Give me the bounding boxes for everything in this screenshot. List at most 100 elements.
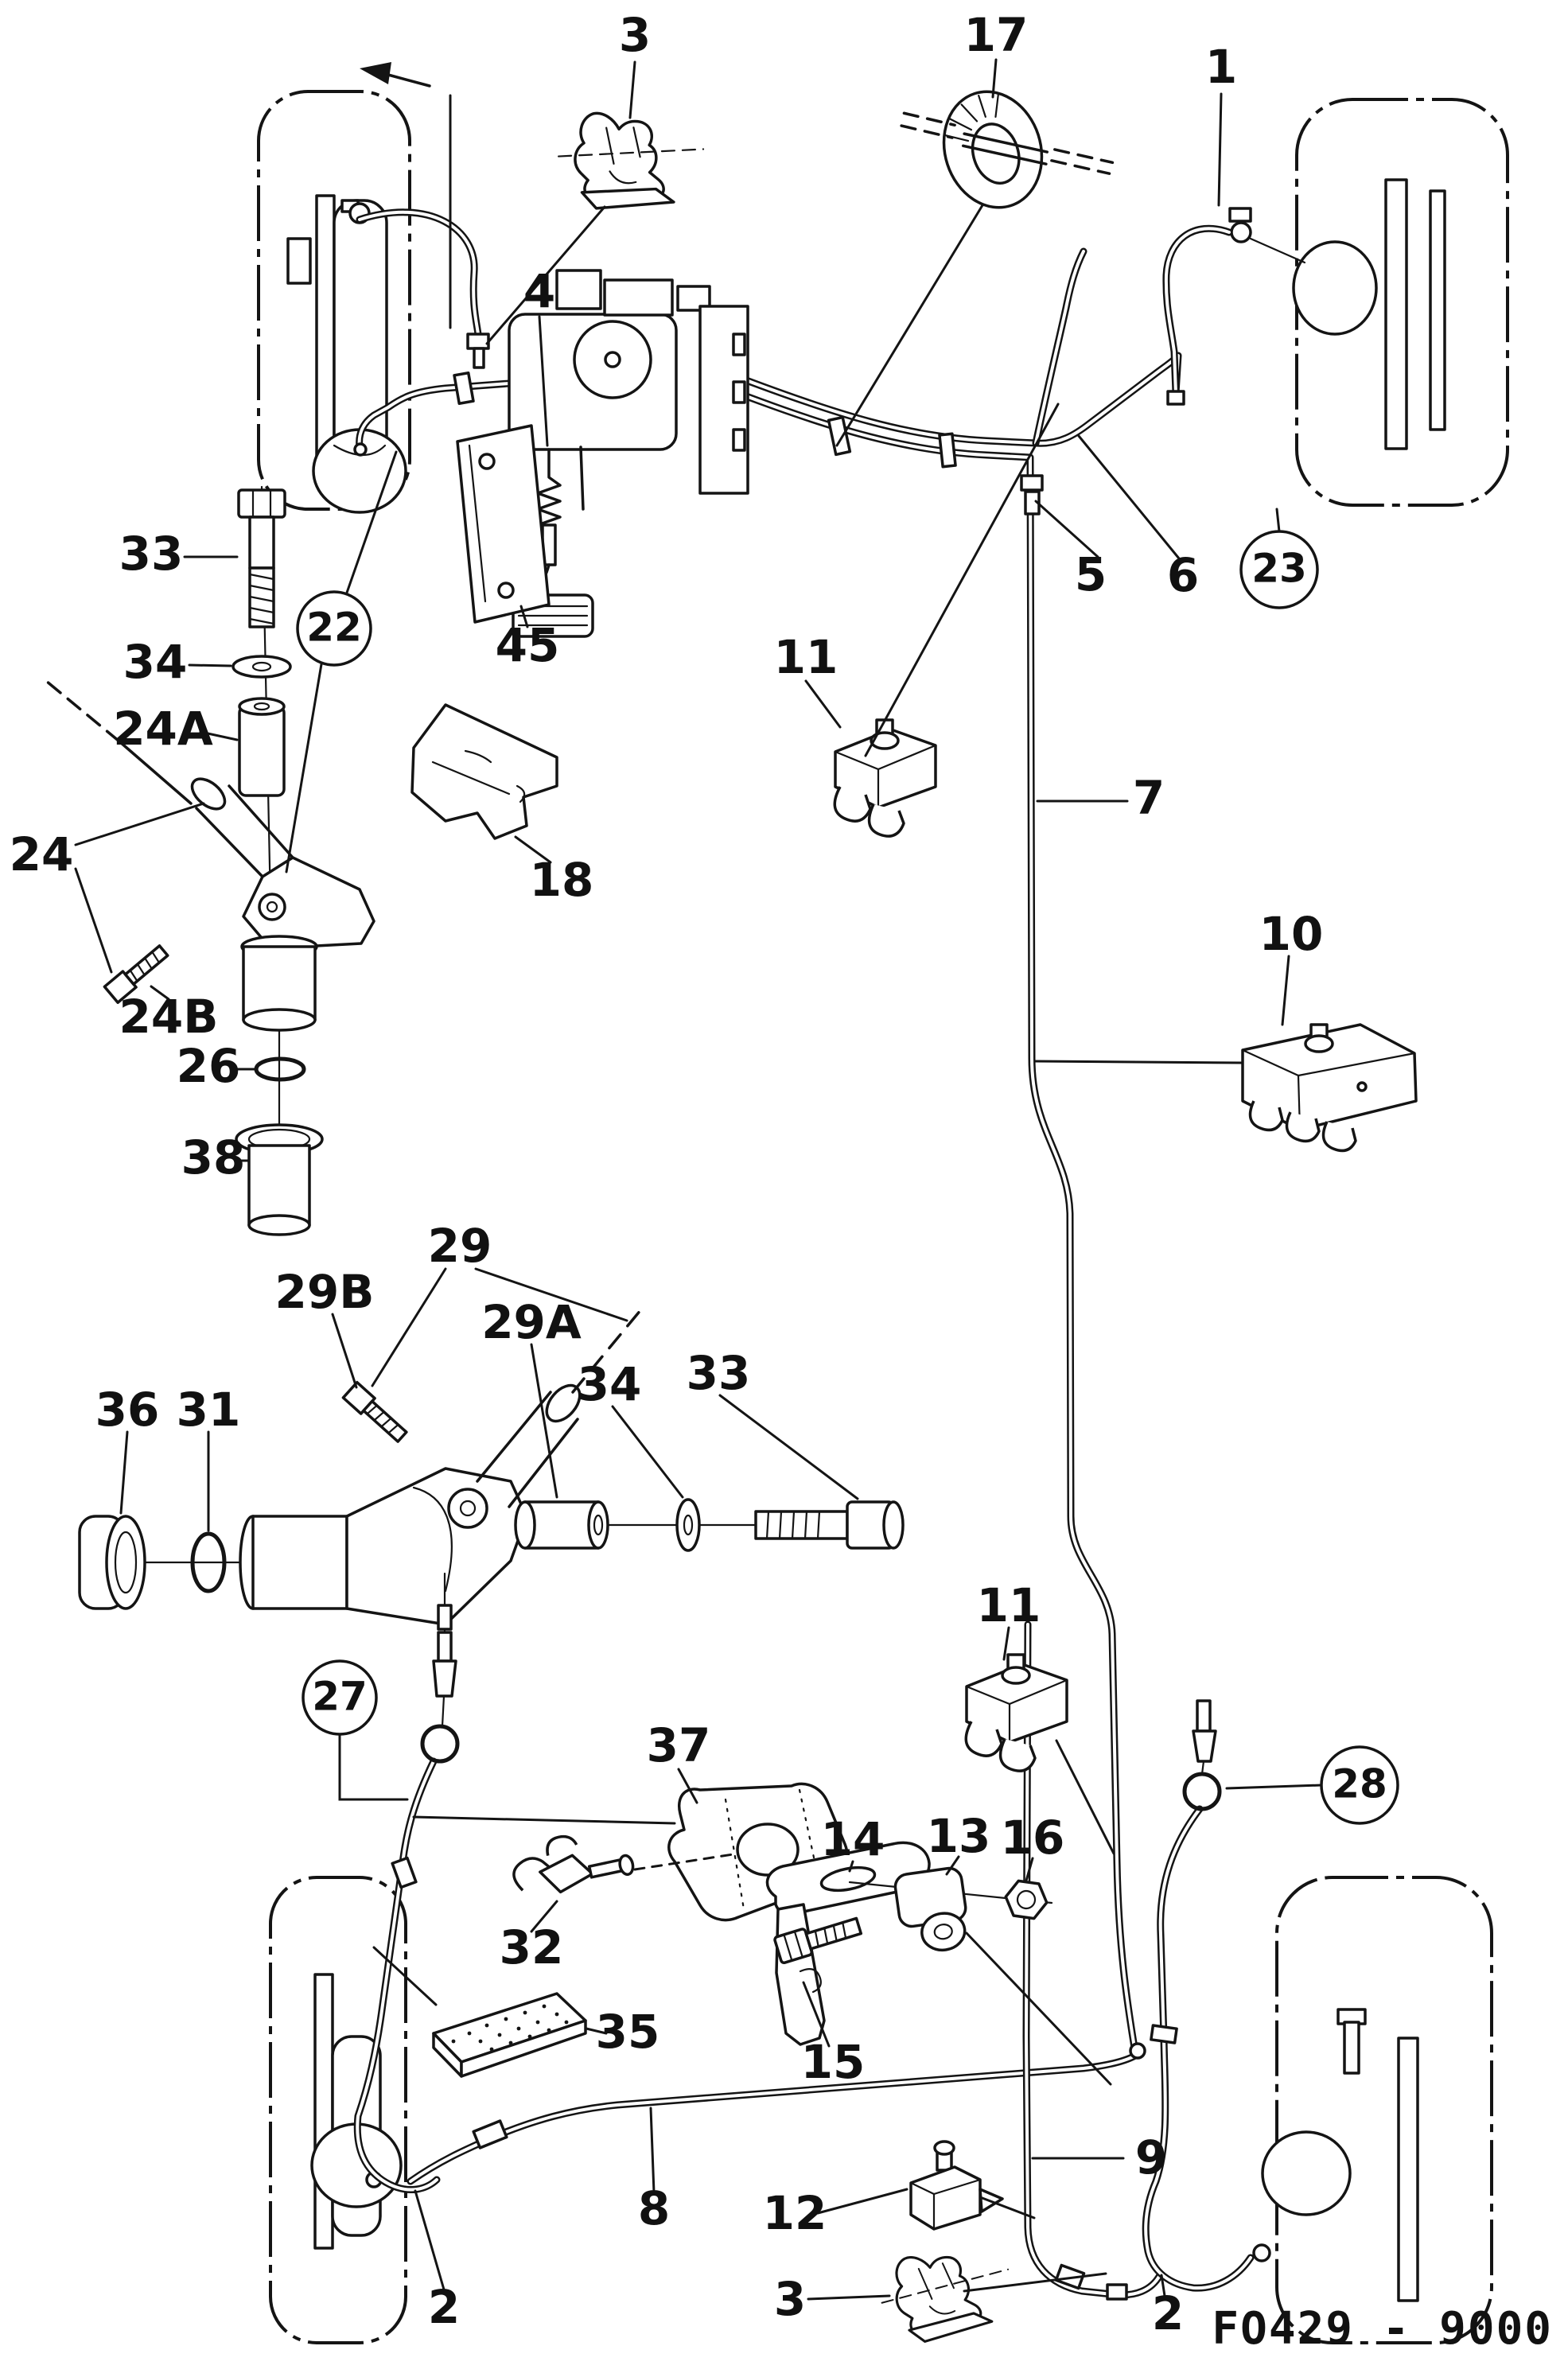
bolt-part33-left bbox=[237, 488, 286, 519]
callout-15: 15 bbox=[801, 2035, 866, 2089]
connector-part13 bbox=[893, 1866, 967, 1952]
circled-callout-27 bbox=[302, 1659, 378, 1736]
callout-2-right: 2 bbox=[1152, 2286, 1184, 2340]
oring-part26 bbox=[254, 1056, 306, 1082]
sensor-head-rear bbox=[345, 1467, 528, 1626]
sensor-cable-rear bbox=[571, 1308, 643, 1394]
callout-33-right: 33 bbox=[687, 1346, 751, 1400]
callout-18: 18 bbox=[530, 853, 594, 907]
ecu-bracket-45 bbox=[456, 424, 551, 624]
tire-front-left bbox=[257, 90, 411, 514]
callout-36: 36 bbox=[95, 1383, 160, 1437]
banjo-bolt-rear-right bbox=[1252, 2243, 1271, 2262]
tire-rear-left bbox=[269, 1876, 407, 2344]
clamp-part11-front bbox=[833, 718, 937, 838]
circled-callout-22-text: 22 bbox=[306, 605, 362, 651]
bolt-part15 bbox=[773, 1916, 863, 1965]
sensor-front-part24 bbox=[45, 485, 375, 1236]
callout-24: 24 bbox=[10, 827, 74, 881]
callout-26: 26 bbox=[177, 1039, 241, 1093]
callout-13: 13 bbox=[927, 1809, 991, 1863]
callout-1: 1 bbox=[1205, 40, 1237, 94]
circled-callout-28-text: 28 bbox=[1332, 1761, 1387, 1807]
callout-10: 10 bbox=[1259, 907, 1324, 961]
callout-3-bottom: 3 bbox=[774, 2272, 806, 2326]
callout-11-rear: 11 bbox=[977, 1578, 1041, 1632]
circled-callout-28 bbox=[1320, 1745, 1399, 1825]
hub-plate-front-left bbox=[315, 194, 336, 466]
circled-callout-23 bbox=[1239, 530, 1319, 609]
rear-junction bbox=[1129, 2042, 1146, 2060]
bracket-part10 bbox=[1241, 1023, 1418, 1153]
spacer-part29A bbox=[523, 1500, 600, 1550]
caliper-rear-right bbox=[1261, 2130, 1352, 2216]
callout-2-left: 2 bbox=[428, 2280, 460, 2334]
nut-part16 bbox=[1004, 1879, 1049, 1920]
callout-24B: 24B bbox=[119, 990, 219, 1044]
callout-7: 7 bbox=[1133, 771, 1165, 825]
hub-plate-front-right bbox=[1384, 178, 1408, 450]
bolt-part24B bbox=[103, 944, 169, 1004]
tire-rear-right bbox=[1252, 1876, 1493, 2344]
clamp-part12 bbox=[909, 2140, 1004, 2231]
hose-part27-fittings bbox=[420, 1572, 460, 1764]
callout-3-top: 3 bbox=[619, 8, 651, 62]
clip-part3-bottom bbox=[876, 2246, 1016, 2348]
grommet-part17 bbox=[900, 90, 1115, 209]
sensor-head-front bbox=[242, 856, 375, 950]
sensor-barrel-rear bbox=[251, 1515, 348, 1610]
figure-code: FO429 - 9000 bbox=[1212, 2303, 1553, 2355]
hub-plate-rear-right bbox=[1397, 2037, 1419, 2302]
hose-part28-fittings bbox=[1182, 1699, 1222, 1811]
callout-14: 14 bbox=[821, 1812, 885, 1866]
callout-17: 17 bbox=[964, 8, 1029, 62]
callout-12: 12 bbox=[763, 2186, 827, 2240]
clip-part3-top bbox=[552, 108, 708, 220]
callout-11-front: 11 bbox=[774, 630, 838, 684]
washer-part34-right bbox=[675, 1498, 701, 1552]
leader-lines bbox=[74, 58, 1323, 2301]
master-cylinder-unit bbox=[456, 269, 749, 638]
clamp-part11-rear bbox=[964, 1653, 1068, 1772]
callout-38: 38 bbox=[181, 1130, 246, 1185]
callout-24A: 24A bbox=[113, 702, 213, 756]
pedal-pin-right bbox=[579, 445, 585, 511]
banjo-bolt-front-right bbox=[1230, 221, 1252, 243]
sensor-cable-front bbox=[118, 740, 193, 805]
spacer-part24A bbox=[238, 705, 286, 797]
callout-8: 8 bbox=[638, 2181, 670, 2235]
hub-plate-rear-left bbox=[313, 1973, 334, 2250]
circled-callouts: 22 23 27 28 bbox=[296, 530, 1399, 1825]
callout-5: 5 bbox=[1075, 547, 1107, 601]
callout-31: 31 bbox=[177, 1383, 241, 1437]
pad-part35 bbox=[432, 1992, 587, 2078]
bolt-part33-right bbox=[754, 1510, 849, 1540]
direction-arrow-icon bbox=[360, 62, 431, 88]
callout-34-left: 34 bbox=[123, 635, 188, 689]
tire-front-right bbox=[1228, 98, 1509, 507]
callout-29: 29 bbox=[428, 1219, 492, 1273]
screw-part29B bbox=[341, 1380, 408, 1443]
callout-35: 35 bbox=[596, 2005, 660, 2059]
circled-callout-22 bbox=[296, 590, 372, 667]
callout-4: 4 bbox=[523, 264, 555, 318]
hose-part2-right bbox=[1146, 1809, 1251, 2288]
callout-6: 6 bbox=[1167, 548, 1199, 602]
callout-34-right: 34 bbox=[578, 1357, 642, 1411]
callout-9: 9 bbox=[1135, 2130, 1167, 2184]
callout-29B: 29B bbox=[275, 1265, 375, 1319]
oring-part31 bbox=[190, 1531, 227, 1593]
callout-37: 37 bbox=[647, 1718, 711, 1772]
circled-callout-27-text: 27 bbox=[312, 1674, 368, 1720]
pipe-fittings bbox=[353, 333, 1185, 2301]
circled-callout-23-text: 23 bbox=[1251, 546, 1307, 592]
pushrod-thread bbox=[536, 448, 562, 535]
fitting-part5 bbox=[1020, 474, 1044, 492]
sensor-rear-part29 bbox=[78, 1308, 905, 1626]
clip-part32 bbox=[512, 1834, 635, 1894]
callout-labels: 3 17 1 4 45 33 34 24A 24 24B 26 38 18 11… bbox=[10, 8, 1324, 2340]
bracket-part18 bbox=[410, 703, 558, 840]
callout-32: 32 bbox=[500, 1920, 564, 1974]
